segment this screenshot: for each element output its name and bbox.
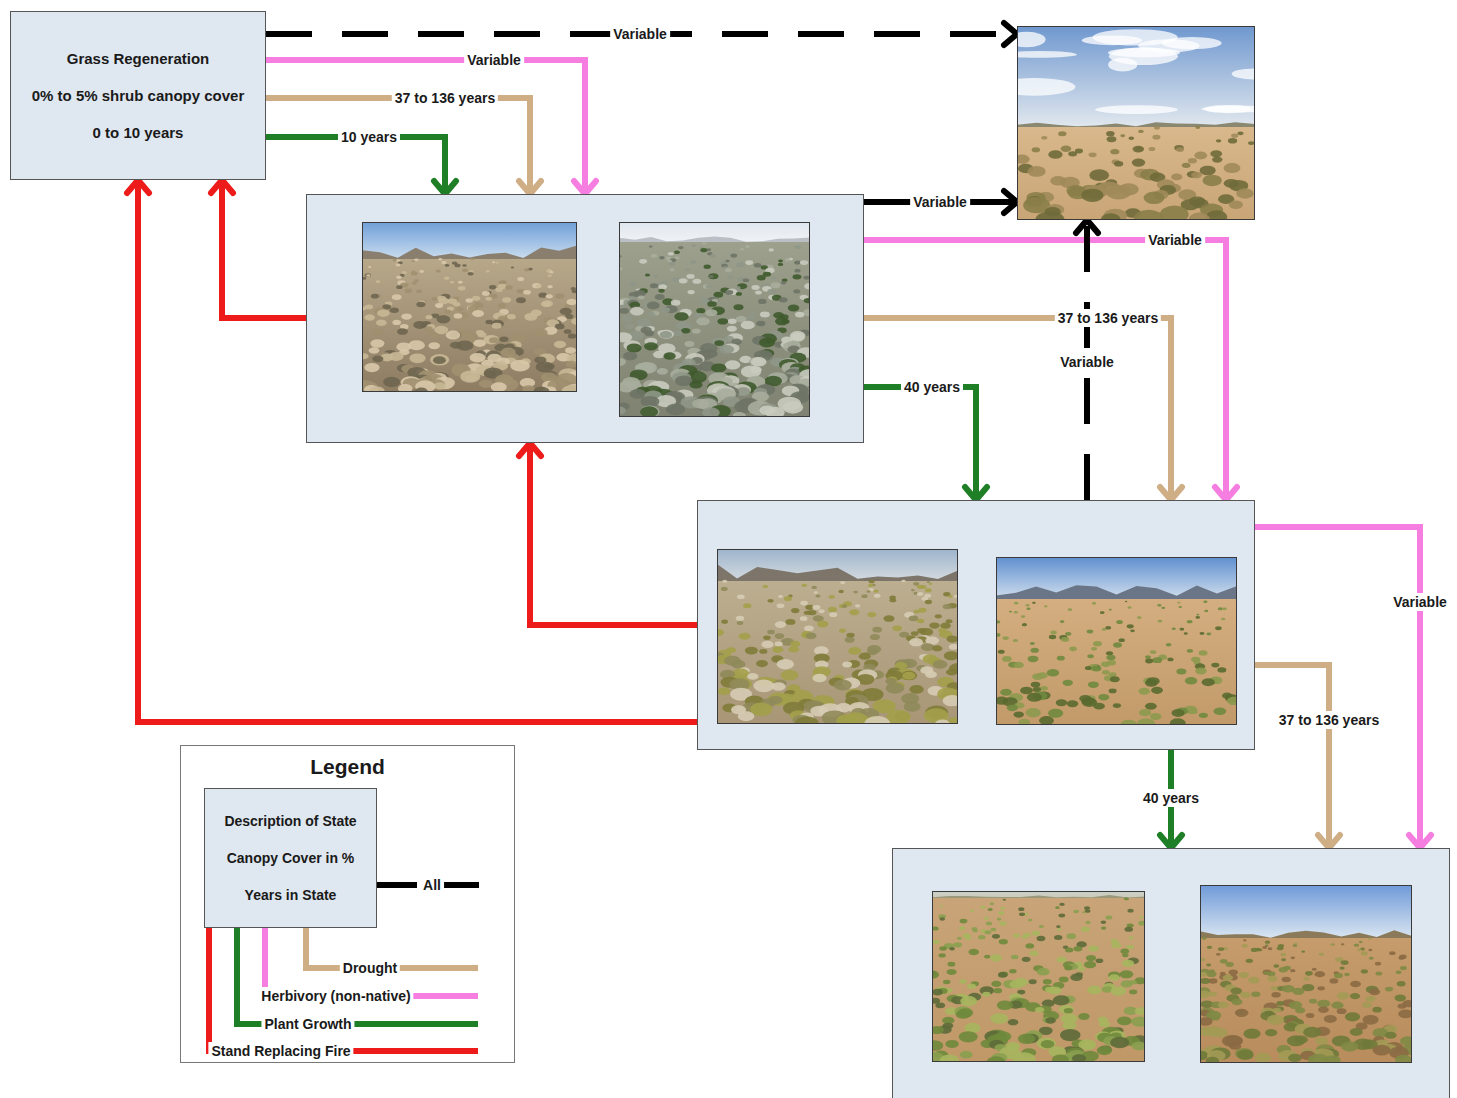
state-text: 0 to 10 years	[93, 114, 184, 151]
landscape-photo	[996, 557, 1237, 725]
state-text: 0% to 5% shrub canopy cover	[32, 77, 245, 114]
legend-label: All	[420, 876, 444, 894]
state-text: Legend	[310, 754, 385, 780]
transition-label: Variable	[1057, 353, 1117, 371]
landscape-photo	[717, 549, 958, 724]
transition-label: 40 years	[901, 378, 963, 396]
transition-arrow	[266, 60, 585, 194]
transition-label: 37 to 136 years	[392, 89, 498, 107]
state-box	[697, 500, 1255, 750]
transition-arrow	[1255, 665, 1329, 848]
transition-arrow	[864, 240, 1226, 500]
legend-label: Drought	[340, 959, 400, 977]
state-box	[306, 194, 864, 443]
state-text: Years in State	[245, 877, 337, 914]
transition-label: Variable	[1390, 593, 1450, 611]
transition-label: Variable	[610, 25, 670, 43]
legend-label: Plant Growth	[261, 1015, 354, 1033]
transition-arrow	[1255, 527, 1420, 848]
transition-label: 10 years	[338, 128, 400, 146]
legend-line	[209, 928, 478, 1051]
transition-label: 37 to 136 years	[1055, 309, 1161, 327]
transition-arrow	[530, 443, 697, 625]
transition-arrow	[864, 387, 976, 500]
transition-arrow	[266, 98, 530, 194]
legend-label: Herbivory (non-native)	[258, 987, 413, 1005]
landscape-photo	[1017, 26, 1255, 220]
transition-label: Variable	[910, 193, 970, 211]
landscape-photo	[1200, 885, 1412, 1063]
landscape-photo	[932, 891, 1145, 1062]
legend-key-box: Description of StateCanopy Cover in %Yea…	[204, 788, 377, 928]
state-text: Canopy Cover in %	[227, 840, 355, 877]
transition-label: 40 years	[1140, 789, 1202, 807]
state-text: Description of State	[224, 803, 356, 840]
legend-box: Description of StateCanopy Cover in %Yea…	[180, 745, 515, 1063]
legend-line	[265, 928, 478, 996]
state-text: Grass Regeneration	[67, 40, 210, 77]
landscape-photo	[619, 222, 810, 417]
transition-label: 37 to 136 years	[1276, 711, 1382, 729]
legend-line	[237, 928, 478, 1024]
landscape-photo	[362, 222, 577, 392]
transition-arrow	[222, 180, 306, 318]
legend-label: Stand Replacing Fire	[208, 1042, 353, 1060]
transition-arrow	[864, 318, 1171, 500]
transition-label: Variable	[464, 51, 524, 69]
state-box: Grass Regeneration0% to 5% shrub canopy …	[10, 11, 266, 180]
photo-state	[1017, 26, 1255, 220]
state-box	[892, 848, 1450, 1098]
transition-label: Variable	[1145, 231, 1205, 249]
